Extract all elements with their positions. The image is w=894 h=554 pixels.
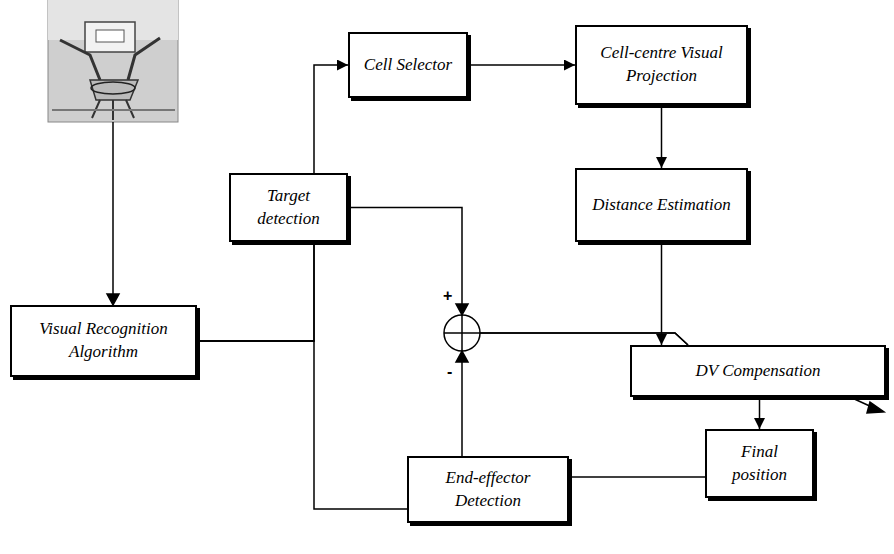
- connector: [569, 476, 705, 478]
- arrow-head: [456, 351, 468, 362]
- arrow-head: [107, 294, 119, 305]
- box-text: Final position: [715, 441, 804, 487]
- text-group: Target detection: [239, 185, 338, 231]
- process-box: Visual Recognition Algorithm: [10, 305, 197, 377]
- arrow-head: [456, 304, 468, 315]
- box-text: Cell-centre Visual Projection: [585, 42, 738, 88]
- text-group: Final position: [715, 441, 804, 487]
- image-arrow: [112, 122, 114, 296]
- text-group: DV Compensation: [696, 360, 821, 383]
- text-group: Cell Selector: [364, 54, 452, 77]
- sign-label: +: [442, 288, 453, 304]
- box-text: End-effector Detection: [417, 467, 559, 513]
- box-text: Visual Recognition Algorithm: [20, 318, 187, 364]
- connector: [759, 397, 761, 429]
- process-box: Cell Selector: [348, 32, 468, 98]
- text-group: Distance Estimation: [592, 194, 730, 217]
- connector: [197, 242, 314, 341]
- connector: [468, 64, 575, 66]
- connector: [197, 65, 348, 341]
- arrow-head: [867, 402, 884, 413]
- junction-cross: [461, 315, 463, 351]
- process-box: End-effector Detection: [407, 456, 569, 523]
- text-group: Cell-centre Visual Projection: [585, 42, 738, 88]
- text-group: End-effector Detection: [417, 467, 559, 513]
- connector: [197, 341, 407, 509]
- process-box: Cell-centre Visual Projection: [575, 25, 748, 105]
- connector: [661, 105, 663, 168]
- text-group: Visual Recognition Algorithm: [20, 318, 187, 364]
- box-text: Cell Selector: [364, 54, 452, 77]
- process-box: Distance Estimation: [575, 168, 748, 242]
- robot-illustration: [48, 0, 178, 122]
- connector: [661, 242, 663, 345]
- summing-junction: [444, 315, 480, 351]
- process-box: DV Compensation: [630, 345, 886, 397]
- sign-label: -: [446, 364, 453, 380]
- process-box: Target detection: [229, 173, 348, 242]
- box-text: Distance Estimation: [592, 194, 730, 217]
- box-text: Target detection: [239, 185, 338, 231]
- box-text: DV Compensation: [696, 360, 821, 383]
- process-box: Final position: [705, 429, 814, 498]
